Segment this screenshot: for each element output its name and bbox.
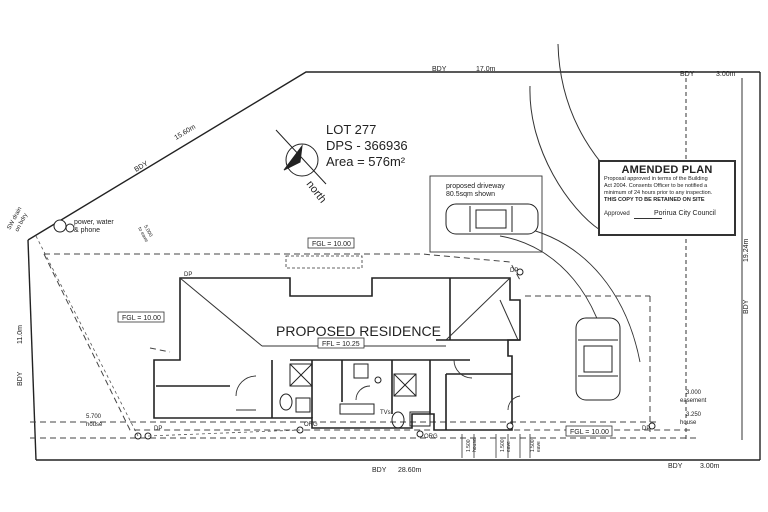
dim-bottom: 28.60m bbox=[398, 467, 422, 474]
setback-lines bbox=[30, 253, 700, 439]
stamp-signature-line bbox=[634, 218, 662, 219]
diag-dim-value: 5.000 bbox=[142, 224, 153, 238]
stamp-title: AMENDED PLAN bbox=[621, 164, 713, 176]
dp-top-right: DP bbox=[510, 268, 518, 274]
dps-number: DPS - 366936 bbox=[326, 138, 408, 153]
drainage-markers bbox=[53, 219, 656, 440]
driveway-label-2: 80.5sqm shown bbox=[446, 191, 495, 198]
car-right bbox=[575, 317, 621, 401]
bdy-left: BDY bbox=[17, 371, 24, 386]
residence-outline bbox=[153, 277, 521, 431]
lot-number: LOT 277 bbox=[326, 122, 376, 137]
stamp-line-1: Proposal approved in terms of the Buildi… bbox=[604, 176, 708, 182]
setback-right1-value: 3.000 bbox=[686, 390, 702, 396]
car-top bbox=[445, 203, 539, 235]
setback-right1-label: easement bbox=[680, 398, 707, 404]
org-1: ORG bbox=[304, 422, 318, 428]
dim-right: 19.24m bbox=[743, 238, 750, 262]
drain-line bbox=[35, 235, 301, 437]
fgl-left: FGL = 10.00 bbox=[122, 315, 161, 322]
dp-top-left: DP bbox=[184, 272, 192, 278]
dim-left: 11.0m bbox=[17, 325, 24, 344]
services-label: power, water bbox=[74, 219, 114, 226]
setback-left-value: 5.700 bbox=[86, 414, 102, 420]
fgl-bottom: FGL = 10.00 bbox=[570, 429, 609, 436]
residence-label: PROPOSED RESIDENCE bbox=[276, 323, 441, 339]
set-c-value: 1.500 bbox=[530, 439, 536, 452]
bdy-bottom: BDY bbox=[372, 467, 387, 474]
wet-area-fixtures bbox=[279, 363, 431, 429]
site-boundary bbox=[27, 71, 761, 461]
fgl-top: FGL = 10.00 bbox=[312, 241, 351, 248]
driveway-label-1: proposed driveway bbox=[446, 183, 505, 190]
set-a-value: 1.500 bbox=[466, 439, 472, 452]
set-b-label: eave bbox=[506, 441, 512, 452]
services-label-2: & phone bbox=[74, 227, 100, 234]
bdy-right: BDY bbox=[743, 299, 750, 314]
setback-right2-value: 3.250 bbox=[686, 412, 702, 418]
dp-bottom-left: DP bbox=[154, 426, 162, 432]
stamp-body: Proposal approved in terms of the Buildi… bbox=[600, 176, 734, 204]
bdy-top-right: BDY bbox=[680, 71, 695, 78]
ffl-label: FFL = 10.25 bbox=[322, 341, 360, 348]
dim-left-diag: 15.60m bbox=[173, 124, 197, 142]
level-boxes bbox=[117, 237, 613, 437]
stamp-approved: Approved bbox=[604, 211, 630, 217]
amended-plan-stamp: AMENDED PLAN Proposal approved in terms … bbox=[598, 160, 736, 236]
setback-right2-label: house bbox=[680, 420, 697, 426]
stamp-line-4: THIS COPY TO BE RETAINED ON SITE bbox=[604, 197, 705, 203]
set-a-label: house bbox=[472, 438, 478, 452]
bdy-bottom-right: BDY bbox=[668, 463, 683, 470]
dim-bottom-right: 3.00m bbox=[700, 463, 720, 470]
org-2: ORG bbox=[424, 434, 438, 440]
lot-area: Area = 576m² bbox=[326, 154, 406, 169]
setback-left-label: house bbox=[86, 422, 103, 428]
stamp-council: Porirua City Council bbox=[654, 210, 716, 217]
set-b-value: 1.500 bbox=[500, 439, 506, 452]
door-swings bbox=[235, 359, 521, 411]
dp-bottom-right: DP bbox=[642, 426, 650, 432]
lot-info: LOT 277 DPS - 366936 Area = 576m² bbox=[326, 122, 408, 169]
set-c-label: eave bbox=[536, 441, 542, 452]
dim-top: 17.0m bbox=[476, 66, 496, 73]
dimension-ticks bbox=[461, 434, 531, 458]
stamp-line-3: minimum of 24 hours prior to any inspect… bbox=[604, 190, 713, 196]
stamp-line-2: Act 2004. Consents Officer to be notifie… bbox=[604, 183, 708, 189]
north-arrow-icon bbox=[275, 129, 327, 185]
bdy-top: BDY bbox=[432, 66, 447, 73]
dim-top-right: 3.00m bbox=[716, 71, 736, 78]
tv-label: TVs bbox=[380, 410, 391, 416]
